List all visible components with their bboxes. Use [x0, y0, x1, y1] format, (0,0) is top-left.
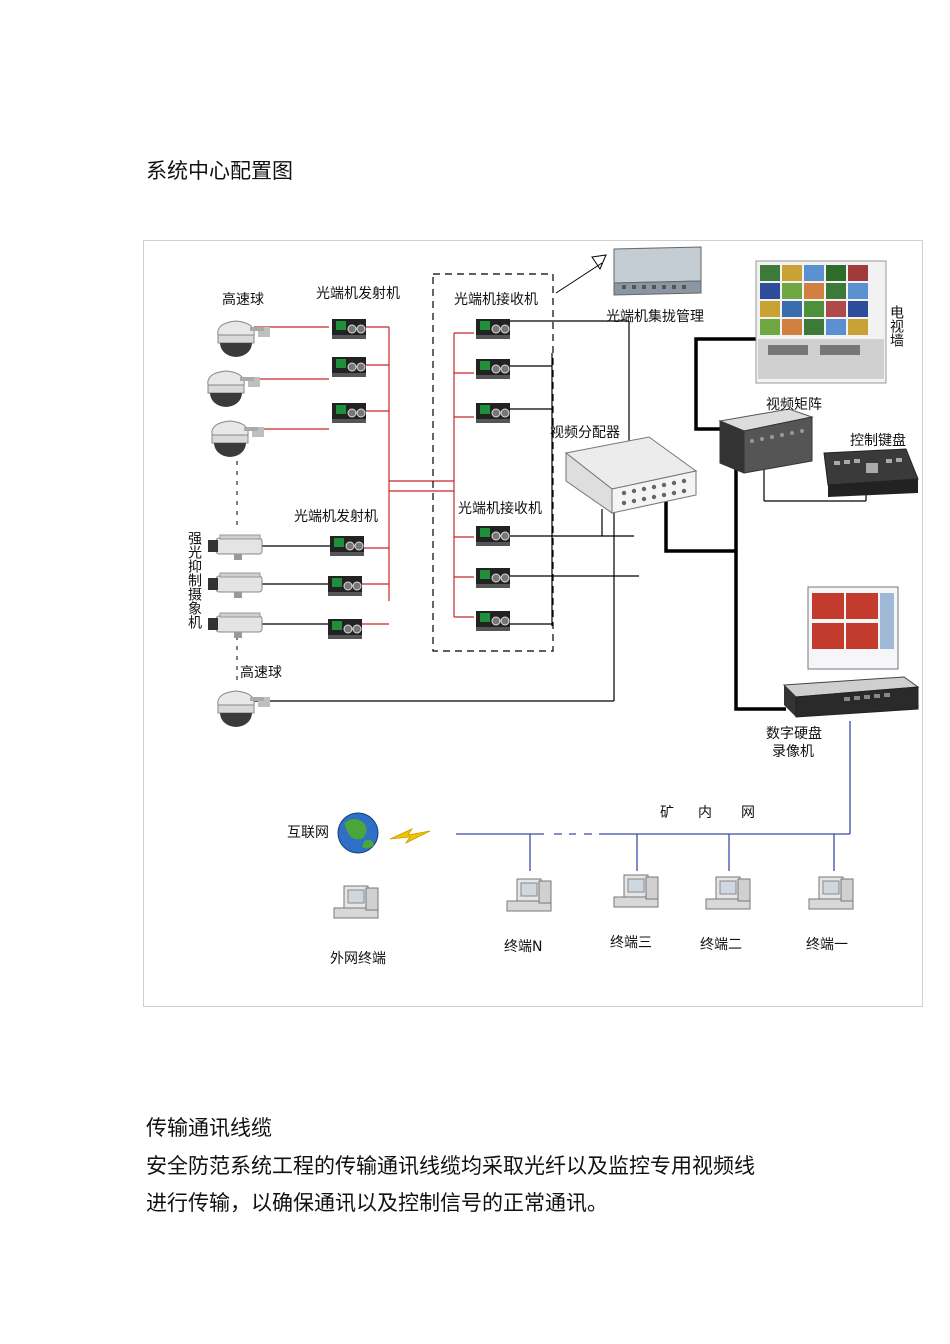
label-dvr-line1: 数字硬盘	[766, 725, 822, 742]
label-transmitter-top: 光端机发射机	[316, 286, 400, 302]
wireless-link-icon	[389, 828, 431, 845]
label-receiver-top: 光端机接收机	[454, 291, 538, 308]
label-mine-net-2: 内	[698, 805, 712, 821]
section-title: 传输通讯线缆	[146, 1116, 272, 1140]
label-mine-net-3: 网	[741, 805, 755, 821]
label-rack-manager: 光端机集拢管理	[606, 308, 704, 325]
label-mine-net-1: 矿	[660, 805, 674, 821]
video-distributor	[564, 436, 698, 514]
video-lines	[242, 320, 867, 702]
mine-network-lines	[456, 721, 851, 871]
label-speed-dome-top: 高速球	[222, 291, 264, 308]
label-receiver-bottom: 光端机接收机	[458, 500, 542, 517]
label-terminal-3: 终端三	[610, 935, 652, 951]
label-video-matrix: 视频矩阵	[766, 397, 822, 413]
fiber-receiver	[475, 318, 511, 632]
system-config-diagram: 高速球 光端机发射机 光端机接收机 光端机集拢管理 电视墙 视频矩阵 控制键盘 …	[143, 240, 923, 1007]
paragraph-line: 进行传输，以确保通讯以及控制信号的正常通讯。	[146, 1191, 608, 1215]
strong-light-camera	[207, 534, 263, 639]
digital-video-recorder	[782, 676, 920, 718]
label-terminal-1: 终端一	[806, 937, 848, 953]
label-transmitter-bottom: 光端机发射机	[294, 509, 378, 525]
label-strong-light-camera: 强光抑制摄象机	[186, 531, 202, 630]
label-terminal-n: 终端N	[504, 939, 542, 955]
receiver-enclosure	[432, 273, 554, 652]
internet-globe-icon	[337, 812, 379, 854]
computer-icon	[333, 874, 854, 919]
control-keyboard	[823, 448, 919, 497]
label-internet: 互联网	[287, 825, 329, 841]
video-matrix	[718, 408, 814, 474]
fiber-transmitter	[327, 318, 367, 640]
arrow-icon	[555, 254, 607, 294]
fiber-rack-manager	[613, 246, 702, 296]
diagram-canvas: 高速球 光端机发射机 光端机接收机 光端机集拢管理 电视墙 视频矩阵 控制键盘 …	[186, 246, 920, 967]
label-speed-dome-bottom: 高速球	[240, 664, 282, 681]
label-terminal-2: 终端二	[700, 937, 742, 953]
label-control-keyboard: 控制键盘	[850, 432, 906, 449]
dvr-monitor	[807, 586, 899, 670]
label-video-distributor: 视频分配器	[550, 425, 620, 441]
red-fiber-links	[254, 326, 474, 625]
label-tv-wall: 电视墙	[888, 305, 904, 347]
tv-wall	[755, 260, 887, 384]
paragraph-line: 安全防范系统工程的传输通讯线缆均采取光纤以及监控专用视频线	[146, 1154, 755, 1178]
page-heading: 系统中心配置图	[146, 159, 293, 183]
thick-video-trunks	[664, 337, 786, 711]
label-dvr-line2: 录像机	[772, 744, 814, 760]
label-external-terminal: 外网终端	[330, 951, 386, 967]
body-paragraph: 安全防范系统工程的传输通讯线缆均采取光纤以及监控专用视频线 进行传输，以确保通讯…	[146, 1148, 826, 1222]
